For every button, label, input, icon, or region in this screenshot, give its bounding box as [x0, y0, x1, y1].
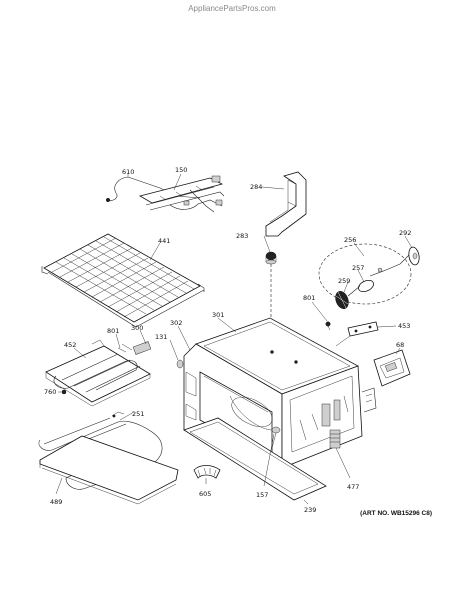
control-box-68: [373, 349, 411, 387]
callout-257: 257: [352, 264, 364, 283]
broil-element-assembly: [45, 339, 152, 407]
callout-label-131: 131: [155, 333, 167, 341]
callout-453: 453: [377, 322, 410, 330]
convection-fan-group: [318, 243, 413, 309]
callout-68: 68: [395, 341, 404, 355]
callout-300: 300: [131, 324, 147, 345]
bake-element-251: [38, 411, 163, 490]
screw-760: [61, 389, 67, 395]
callout-801-upper: 801: [303, 294, 328, 322]
callout-label-257: 257: [352, 264, 364, 272]
gasket-605: [193, 465, 221, 479]
callout-label-68: 68: [396, 341, 404, 349]
callout-283: 283: [236, 232, 271, 253]
callout-150: 150: [173, 166, 187, 191]
callout-label-150: 150: [175, 166, 187, 174]
callout-452: 452: [64, 341, 87, 359]
wire-harness-assembly: [105, 175, 225, 213]
callout-label-284: 284: [250, 183, 262, 191]
watermark-text: AppliancePartsPros.com: [188, 4, 276, 13]
callout-label-283: 283: [236, 232, 248, 240]
callout-489: 489: [50, 477, 62, 506]
bracket-453: [335, 321, 379, 347]
callout-label-441: 441: [158, 237, 170, 245]
callout-label-801-lower: 801: [107, 327, 119, 335]
callout-284: 284: [250, 183, 285, 191]
oven-rack: [41, 233, 205, 328]
callout-760: 760: [44, 388, 62, 396]
callout-label-251: 251: [132, 410, 144, 418]
callout-label-453: 453: [398, 322, 410, 330]
callout-label-256: 256: [344, 236, 356, 244]
callout-256: 256: [344, 236, 365, 257]
callout-label-489: 489: [50, 498, 62, 506]
sensor-157: [271, 426, 281, 449]
fan-blade-292: [408, 246, 420, 266]
callout-label-292: 292: [399, 229, 411, 237]
vent-duct: [265, 171, 307, 237]
art-number-label: (ART NO. WB15296 C8): [360, 510, 432, 517]
callout-302: 302: [170, 319, 191, 351]
callout-239: 239: [303, 499, 316, 514]
callout-251: 251: [119, 410, 144, 421]
callout-441: 441: [149, 237, 170, 261]
callout-801-lower: 801: [107, 327, 121, 349]
callout-301: 301: [212, 311, 237, 333]
callout-label-300: 300: [131, 324, 143, 332]
drip-tray-489: [39, 435, 179, 505]
part-131: [176, 359, 184, 369]
callout-label-259: 259: [338, 277, 350, 285]
terminal-block-477: [329, 429, 341, 449]
screw-801-upper: [325, 321, 331, 331]
callout-label-239: 239: [304, 506, 316, 514]
callout-259: 259: [338, 277, 350, 293]
callout-477: 477: [335, 447, 359, 491]
vent-bushing: [265, 251, 277, 265]
callout-label-477: 477: [347, 483, 359, 491]
oven-cavity: [183, 317, 377, 477]
callout-label-157: 157: [256, 491, 268, 499]
callout-label-610: 610: [122, 168, 134, 176]
bottom-panel-239: [183, 417, 327, 501]
callout-131: 131: [155, 333, 179, 361]
callout-label-605: 605: [199, 490, 211, 498]
callout-292: 292: [399, 229, 413, 249]
callout-label-452: 452: [64, 341, 76, 349]
callout-157: 157: [256, 433, 275, 499]
callout-label-760: 760: [44, 388, 56, 396]
callout-label-302: 302: [170, 319, 182, 327]
callout-label-301: 301: [212, 311, 224, 319]
callout-610: 610: [122, 168, 134, 177]
callout-605: 605: [199, 478, 211, 498]
callout-label-801-upper: 801: [303, 294, 315, 302]
